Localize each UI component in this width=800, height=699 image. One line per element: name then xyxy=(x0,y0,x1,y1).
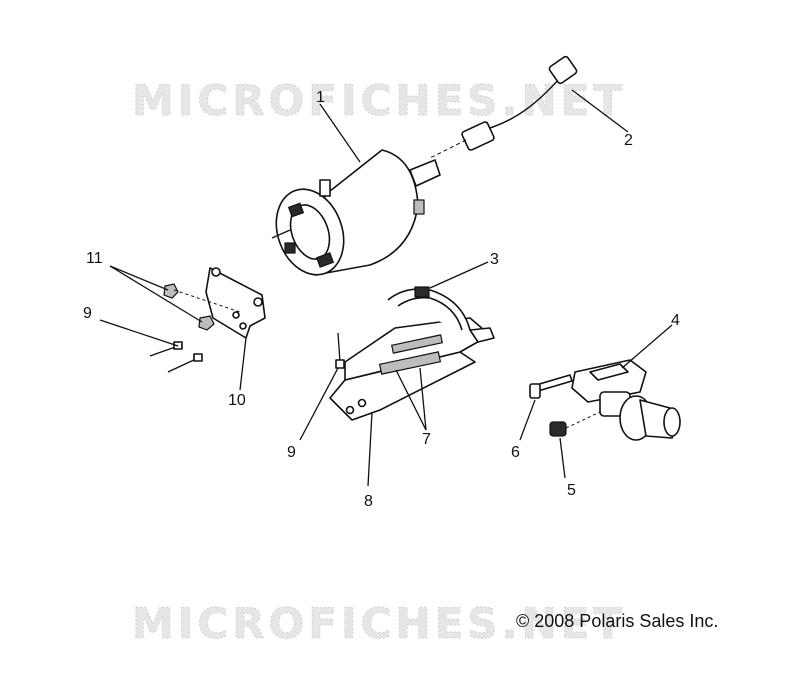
callout-2: 2 xyxy=(624,132,633,149)
part-bracket-left xyxy=(149,267,266,373)
part-cable xyxy=(429,55,578,159)
watermark-top: MICROFICHES.NET xyxy=(132,76,626,125)
callout-9-cradle: 9 xyxy=(287,444,296,461)
callout-1: 1 xyxy=(316,89,325,106)
callout-5: 5 xyxy=(567,482,576,499)
callout-4: 4 xyxy=(671,312,680,329)
copyright-text: © 2008 Polaris Sales Inc. xyxy=(516,611,718,631)
callout-8: 8 xyxy=(364,493,373,510)
callout-11: 11 xyxy=(86,250,103,267)
callout-3: 3 xyxy=(490,251,499,268)
callout-9-bracket: 9 xyxy=(83,305,92,322)
part-cradle-bracket xyxy=(329,286,495,421)
watermark-bottom: MICROFICHES.NET xyxy=(132,599,626,648)
part-starter-motor xyxy=(271,149,441,276)
callout-6: 6 xyxy=(511,444,520,461)
callout-10: 10 xyxy=(228,392,246,409)
callout-7: 7 xyxy=(422,431,431,448)
leader-lines xyxy=(99,89,673,487)
part-starter-drive xyxy=(529,359,681,441)
callout-labels: 1 2 3 4 5 6 7 8 9 9 10 11 xyxy=(83,89,680,510)
